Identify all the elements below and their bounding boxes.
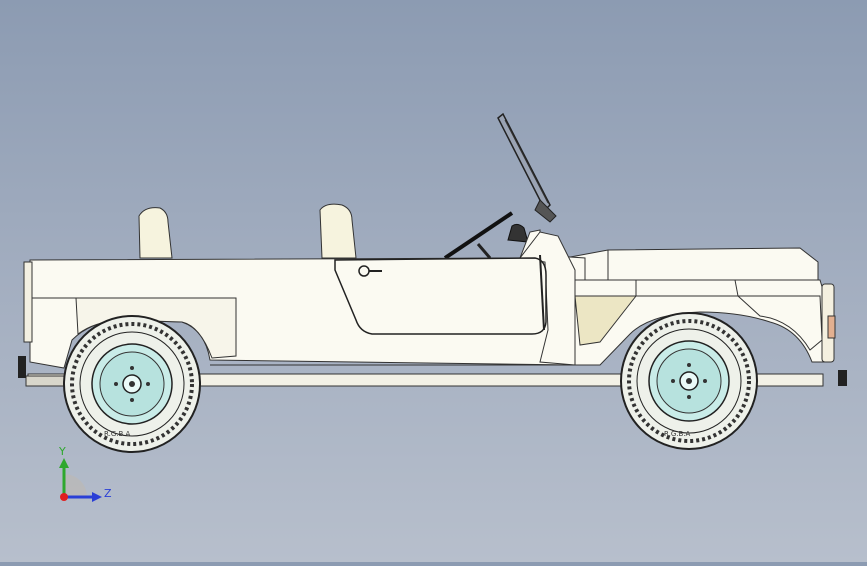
coordinate-triad[interactable]: Y Z bbox=[58, 445, 112, 502]
triad-arc bbox=[64, 474, 87, 497]
windshield-hinge bbox=[534, 199, 557, 223]
y-axis-label: Y bbox=[58, 445, 66, 458]
door-handle[interactable] bbox=[358, 265, 370, 277]
steering-column bbox=[476, 243, 492, 259]
steering-wheel bbox=[443, 211, 514, 260]
rear-fender bbox=[75, 297, 237, 359]
rear-tire-tread-text: R.G.B.A bbox=[104, 430, 131, 438]
triad-origin bbox=[60, 493, 68, 501]
windshield-glass-edge bbox=[504, 119, 549, 204]
z-axis-arrowhead bbox=[92, 492, 102, 502]
rear-tow-hook bbox=[18, 356, 26, 378]
rear-bumper-tube bbox=[25, 375, 65, 387]
front-fender-arch-trim bbox=[736, 295, 823, 351]
tail-light bbox=[23, 261, 33, 343]
z-axis-label: Z bbox=[104, 487, 112, 500]
door[interactable] bbox=[334, 257, 547, 335]
front-tire-tread-text: R.G.B.A bbox=[664, 430, 691, 438]
front-tow-hook bbox=[838, 370, 847, 386]
front-wheel[interactable]: R.G.B.A bbox=[620, 312, 758, 450]
fender-line-2 bbox=[734, 279, 739, 297]
hood bbox=[564, 247, 819, 281]
front-seat bbox=[319, 203, 357, 259]
side-mirror bbox=[507, 223, 529, 243]
rear-wheel[interactable]: R.G.B.A bbox=[63, 315, 201, 453]
door-window-line bbox=[539, 254, 545, 331]
windshield-frame bbox=[497, 112, 551, 212]
headlight bbox=[827, 315, 836, 339]
y-axis-arrowhead bbox=[59, 458, 69, 468]
rear-seat bbox=[138, 207, 173, 259]
